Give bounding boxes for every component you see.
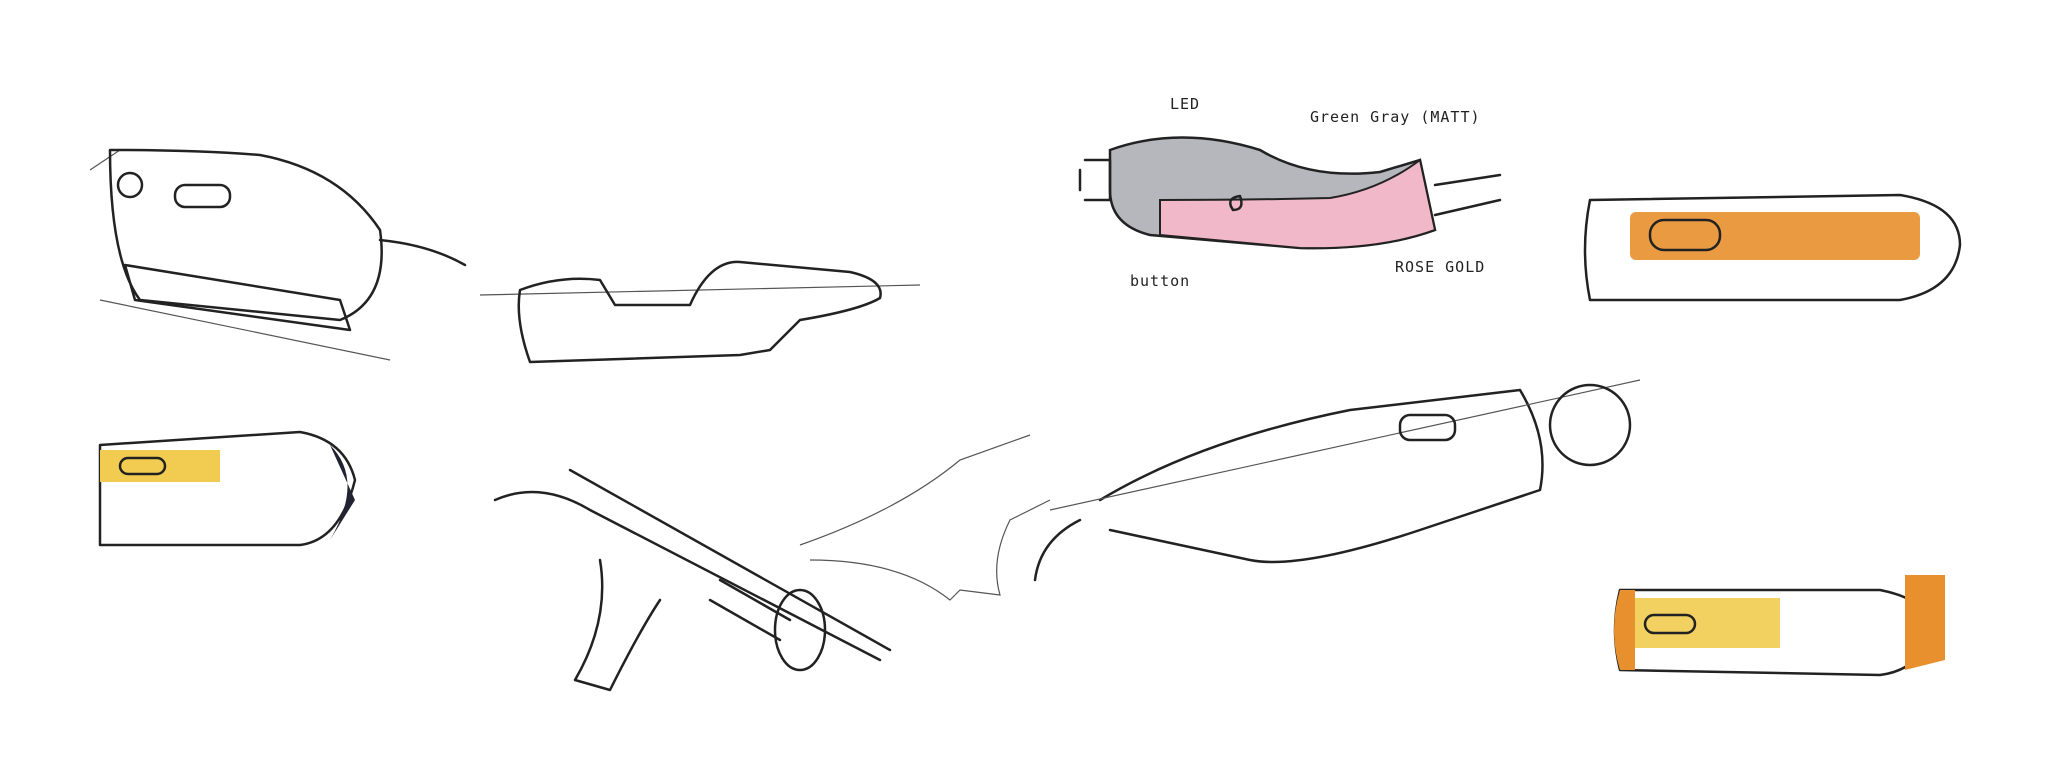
sketch-handpiece-light-pencil bbox=[799, 434, 1051, 601]
sketch-handpiece-front-angle bbox=[89, 148, 467, 361]
annotation-led: LED bbox=[1170, 95, 1201, 113]
sketch-handpiece-orange-top bbox=[1583, 193, 1962, 302]
sketch-handpiece-color-rose-gold bbox=[1078, 136, 1502, 250]
sketch-handpiece-t-shape bbox=[493, 468, 892, 692]
annotation-rose-gold: ROSE GOLD bbox=[1395, 258, 1486, 276]
sketch-handpiece-perspective bbox=[1033, 379, 1641, 582]
sketch-handpiece-orange-bottom bbox=[1613, 575, 1945, 677]
sketch-handpiece-yellow-side bbox=[98, 430, 357, 547]
annotation-green-gray: Green Gray (MATT) bbox=[1310, 108, 1481, 126]
sketch-handpiece-side-profile bbox=[479, 260, 921, 364]
annotation-button: button bbox=[1130, 272, 1191, 290]
